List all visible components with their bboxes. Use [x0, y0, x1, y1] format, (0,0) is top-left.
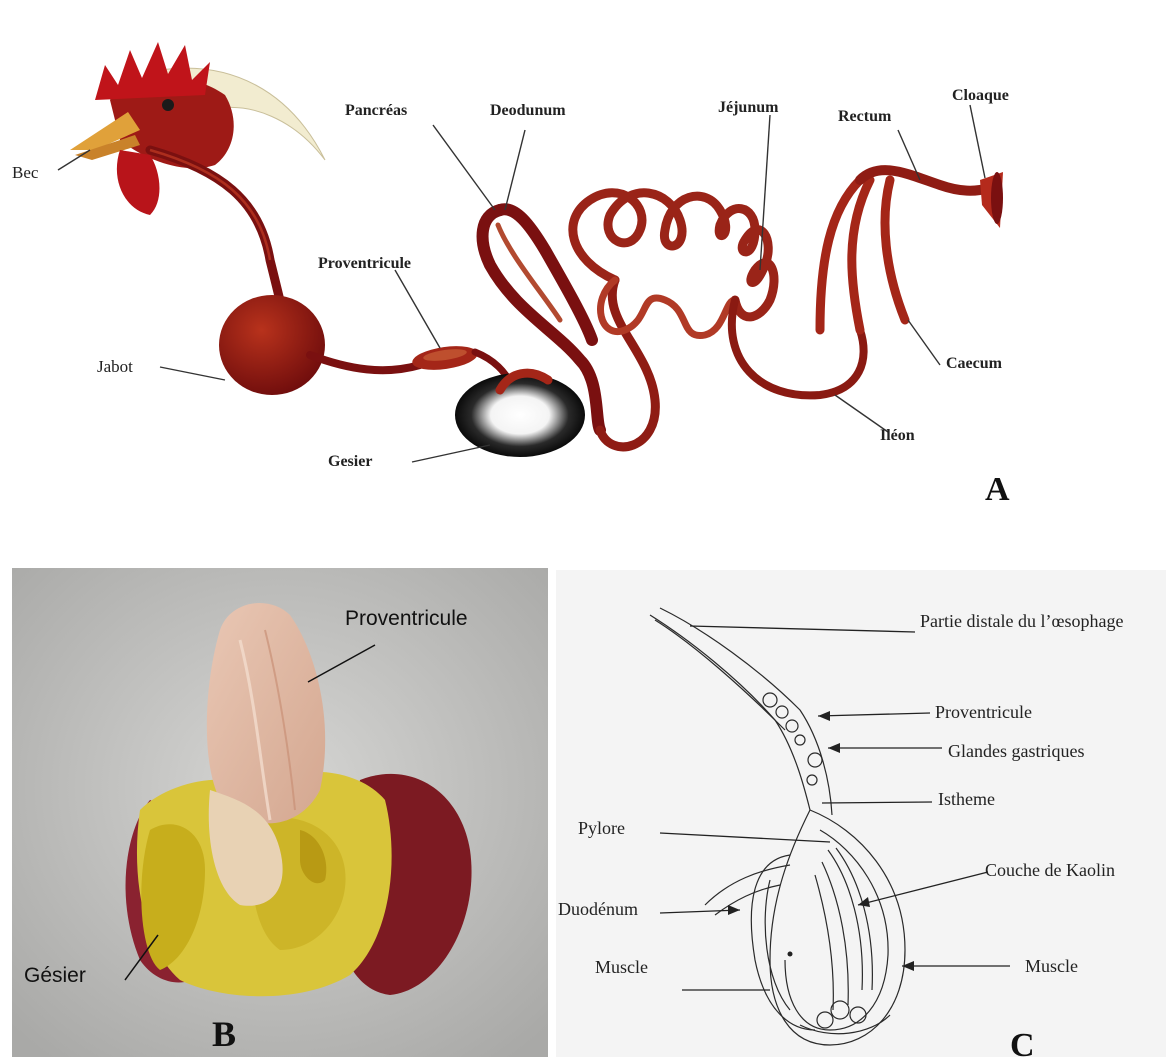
- label-gesier-a: Gesier: [328, 453, 372, 470]
- label-bec: Bec: [12, 163, 39, 182]
- panel-c-letter: C: [1010, 1027, 1035, 1059]
- panel-b-letter: B: [212, 1014, 236, 1054]
- label-gesier-b: Gésier: [24, 964, 86, 987]
- label-proventricule-a: Proventricule: [318, 255, 411, 272]
- label-proventricule-c: Proventricule: [935, 702, 1032, 722]
- label-jejunum: Jéjunum: [718, 99, 779, 116]
- label-deodunum: Deodunum: [490, 102, 566, 119]
- label-caecum: Caecum: [946, 355, 1003, 372]
- label-glandes-gastriques: Glandes gastriques: [948, 741, 1084, 761]
- label-rectum: Rectum: [838, 108, 892, 125]
- label-duodenum: Duodénum: [558, 899, 638, 919]
- label-pylore: Pylore: [578, 818, 625, 838]
- label-muscle-right: Muscle: [1025, 956, 1078, 976]
- label-oesophage: Partie distale du l’œsophage: [920, 611, 1123, 631]
- panel-c-background: [556, 570, 1166, 1057]
- label-pancreas: Pancréas: [345, 102, 407, 119]
- label-cloaque: Cloaque: [952, 87, 1009, 104]
- label-jabot: Jabot: [97, 357, 133, 376]
- panel-c-diagram: [556, 570, 1166, 1057]
- label-couche-kaolin: Couche de Kaolin: [985, 860, 1115, 880]
- label-proventricule-b: Proventricule: [345, 607, 468, 630]
- label-muscle-left: Muscle: [595, 957, 648, 977]
- label-istheme: Istheme: [938, 789, 995, 809]
- panel-b-photo: [12, 568, 548, 1057]
- panel-a-letter: A: [985, 471, 1010, 508]
- label-ileon: Iléon: [880, 427, 915, 444]
